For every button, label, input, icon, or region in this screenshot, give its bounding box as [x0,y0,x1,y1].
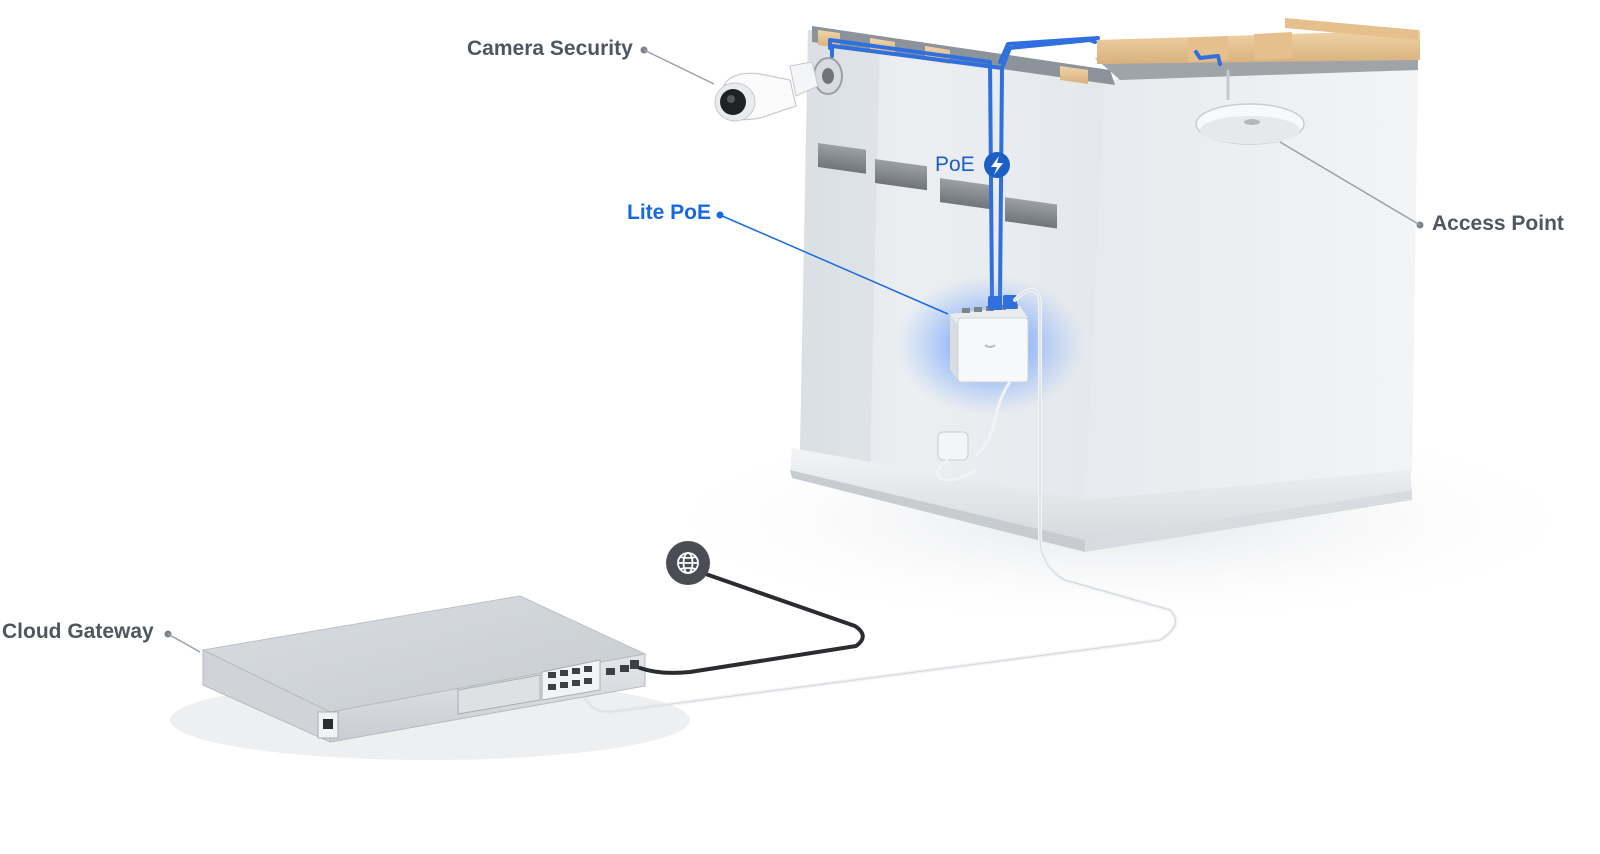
internet-badge [666,541,710,585]
camera-security-label: Camera Security [467,37,633,60]
globe-icon [677,552,699,574]
power-adapter [935,381,1012,482]
lite-poe-switch [950,295,1029,383]
security-camera [714,57,843,122]
lite-poe-label: Lite PoE [627,201,712,224]
leader-lines [164,46,1424,653]
wall-block [790,18,1420,552]
lightning-bolt-icon [991,156,1003,175]
cloud-gateway-device [170,595,690,760]
cloud-gateway-label: Cloud Gateway [2,620,154,643]
poe-cables [828,36,1222,302]
poe-label: PoE [935,153,975,176]
wan-cable [638,570,865,675]
access-point-label: Access Point [1432,212,1564,235]
access-point-device [1195,70,1305,145]
poe-badge [984,152,1010,178]
